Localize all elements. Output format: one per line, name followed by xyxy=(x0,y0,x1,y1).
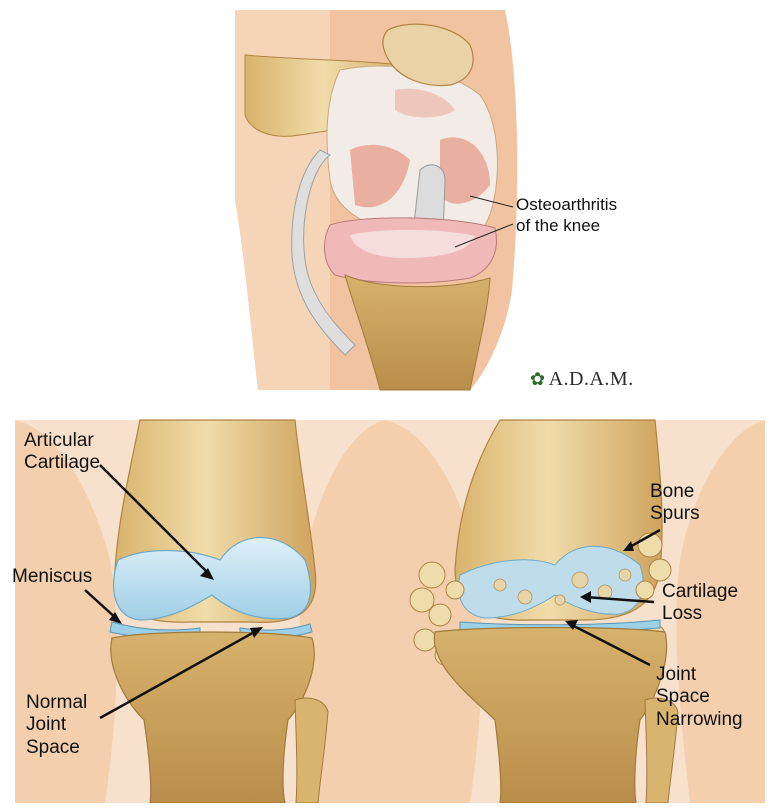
osteoarthritis-label: Osteoarthritis of the knee xyxy=(516,195,617,236)
articular-cartilage-label: Articular Cartilage xyxy=(24,430,100,475)
top-knee-panel xyxy=(235,10,517,390)
normal-joint-space-label: Normal Joint Space xyxy=(26,692,87,759)
cartilage-loss-label: Cartilage Loss xyxy=(662,581,738,626)
adam-leaf-icon: ✿ xyxy=(530,369,546,389)
osteoarthritis-label-line1: Osteoarthritis xyxy=(516,195,617,216)
bone-spurs-label: Bone Spurs xyxy=(650,481,700,526)
adam-logo-text: A.D.A.M. xyxy=(549,368,634,390)
meniscus-label: Meniscus xyxy=(12,566,92,588)
osteoarthritis-label-line2: of the knee xyxy=(516,216,617,237)
joint-space-narrowing-label: Joint Space Narrowing xyxy=(656,664,743,731)
adam-logo: ✿A.D.A.M. xyxy=(530,368,634,391)
